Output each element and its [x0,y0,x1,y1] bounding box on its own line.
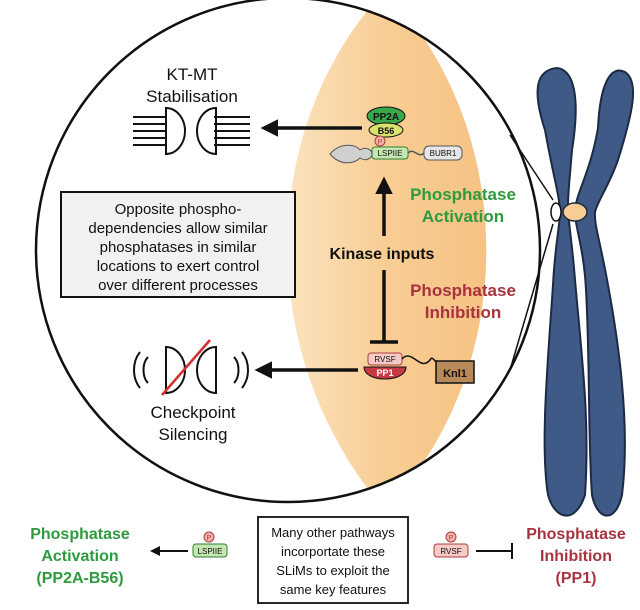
svg-text:dependencies allow similar: dependencies allow similar [88,220,267,237]
bottom-inhibition-2: Inhibition [540,548,612,565]
zoom-line-top [509,134,554,201]
chromosome-icon [536,66,635,517]
svg-text:LSPIIE: LSPIIE [198,547,223,556]
activation-label-2: Activation [422,207,504,226]
svg-text:RVSF: RVSF [374,355,395,364]
svg-text:Opposite phospho-: Opposite phospho- [115,201,242,218]
svg-text:Knl1: Knl1 [443,368,467,380]
bottom-activation-1: Phosphatase [30,526,130,543]
phospho-icon [203,531,215,543]
svg-text:SLiMs to exploit the: SLiMs to exploit the [276,563,389,578]
pp1-subunit [363,366,407,380]
activation-label-1: Phosphatase [410,185,516,204]
kinetochore-pair-stable-icon [133,106,250,156]
svg-text:Many other pathways: Many other pathways [271,525,395,540]
svg-text:P: P [449,535,454,542]
svg-text:BUBR1: BUBR1 [430,149,457,158]
centromere-highlight [562,202,588,222]
knl1-box [435,360,475,384]
checkpoint-label: Checkpoint [150,403,235,422]
kt-mt-label: KT-MT [167,65,218,84]
svg-text:PP2A: PP2A [373,112,399,123]
svg-text:LSPIIE: LSPIIE [378,149,403,158]
silencing-label: Silencing [159,425,228,444]
inhibition-label-2: Inhibition [425,303,501,322]
bubr1-domain-icon [329,144,373,164]
svg-text:P: P [378,139,383,146]
bottom-inhibition-3: (PP1) [556,570,597,587]
pp2a-b56-complex: PP2A B56 P LSPIIE BUBR1 [329,106,463,164]
bottom-activation-3: (PP2A-B56) [36,570,123,587]
svg-text:incorportate these: incorportate these [281,544,385,559]
bottom-activation-2: Activation [41,548,118,565]
info-box: Opposite phospho- dependencies allow sim… [60,191,296,298]
bottom-inhibition-1: Phosphatase [526,526,626,543]
silenced-cross-icon [161,339,211,396]
svg-text:B56: B56 [378,126,395,136]
svg-text:RVSF: RVSF [440,547,461,556]
bubr1-box [423,145,463,161]
kinase-inputs-label: Kinase inputs [330,246,435,263]
bottom-rvsf-motif: P RVSF [433,531,469,558]
bottom-lspiie-motif: P LSPIIE [192,531,228,558]
svg-text:PP1: PP1 [376,368,393,378]
pp1-knl1-complex: RVSF PP1 Knl1 [363,352,475,384]
b56-subunit [368,122,404,138]
kinetochore-dot [550,202,562,222]
svg-text:over different processes: over different processes [98,277,258,294]
phospho-icon [445,531,457,543]
inhibition-label-1: Phosphatase [410,281,516,300]
svg-text:same key features: same key features [280,582,387,597]
kinetochore-pair-silenced-icon [133,345,249,395]
svg-text:locations to exert control: locations to exert control [97,258,260,275]
stabilisation-label: Stabilisation [146,87,238,106]
svg-text:P: P [207,535,212,542]
phospho-icon [374,135,386,147]
zoom-line-bottom [509,223,554,371]
bottom-center-box: Many other pathways incorportate these S… [257,516,409,604]
svg-text:phosphatases in similar: phosphatases in similar [100,239,257,256]
